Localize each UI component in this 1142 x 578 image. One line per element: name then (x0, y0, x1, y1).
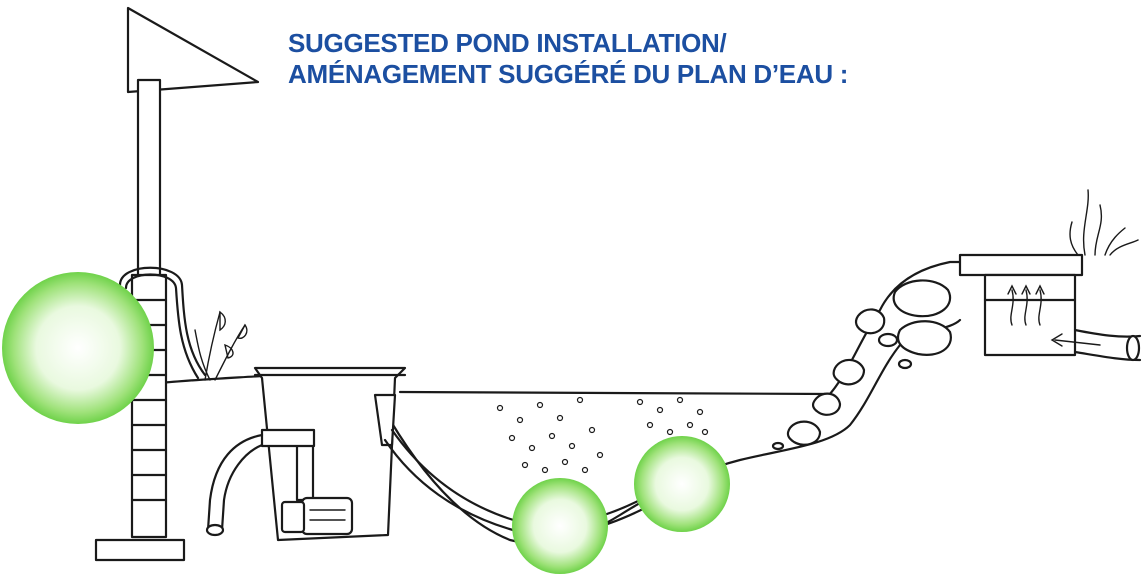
plant-left (194, 310, 248, 381)
light-ball-right (634, 436, 730, 532)
cable-over-pole (118, 266, 207, 380)
title-line-english: SUGGESTED POND INSTALLATION/ (288, 28, 727, 58)
waterfall-filter-box (958, 253, 1142, 362)
bubbles (496, 396, 709, 474)
stream-rocks (771, 260, 977, 451)
diagram-title: SUGGESTED POND INSTALLATION/ AMÉNAGEMENT… (288, 28, 848, 90)
light-ball-left (2, 272, 154, 424)
light-ball-center (512, 478, 608, 574)
title-line-french: AMÉNAGEMENT SUGGÉRÉ DU PLAN D’EAU : (288, 59, 849, 89)
grass-right (1069, 189, 1139, 256)
skimmer-pump-vault (205, 366, 407, 542)
